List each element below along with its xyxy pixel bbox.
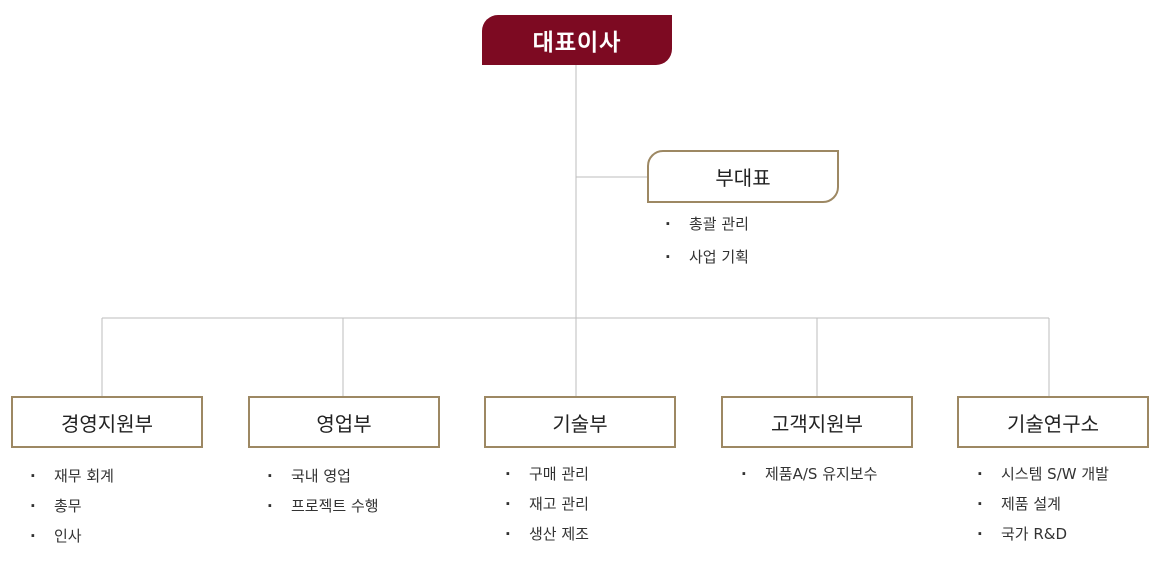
dept-customer-support: 고객지원부 (721, 396, 913, 448)
dept-label: 기술부 (552, 411, 608, 436)
vice-president-box: 부대표 (647, 150, 839, 203)
duty-item: 제품 설계 (977, 494, 1109, 524)
duty-item: 국내 영업 (267, 466, 379, 496)
vice-president-duties: 총괄 관리 사업 기획 (665, 214, 749, 280)
duty-item: 구매 관리 (505, 464, 589, 494)
duty-item: 생산 제조 (505, 524, 589, 554)
dept-customer-support-duties: 제품A/S 유지보수 (741, 464, 877, 494)
duty-item: 국가 R&D (977, 524, 1109, 554)
duty-item: 사업 기획 (665, 247, 749, 280)
duty-item: 프로젝트 수행 (267, 496, 379, 526)
dept-label: 고객지원부 (771, 411, 863, 436)
dept-sales: 영업부 (248, 396, 440, 448)
duty-item: 총무 (30, 496, 114, 526)
duty-item: 시스템 S/W 개발 (977, 464, 1109, 494)
dept-sales-duties: 국내 영업 프로젝트 수행 (267, 466, 379, 526)
dept-label: 영업부 (316, 411, 372, 436)
ceo-box: 대표이사 (482, 15, 672, 65)
duty-item: 인사 (30, 526, 114, 556)
duty-item: 총괄 관리 (665, 214, 749, 247)
duty-item: 제품A/S 유지보수 (741, 464, 877, 494)
dept-research-lab: 기술연구소 (957, 396, 1149, 448)
dept-technology: 기술부 (484, 396, 676, 448)
dept-label: 기술연구소 (1007, 411, 1099, 436)
vice-president-label: 부대표 (715, 166, 771, 190)
dept-technology-duties: 구매 관리 재고 관리 생산 제조 (505, 464, 589, 554)
ceo-label: 대표이사 (532, 30, 622, 56)
duty-item: 재고 관리 (505, 494, 589, 524)
dept-management-support-duties: 재무 회계 총무 인사 (30, 466, 114, 556)
duty-item: 재무 회계 (30, 466, 114, 496)
dept-label: 경영지원부 (61, 411, 153, 436)
dept-research-lab-duties: 시스템 S/W 개발 제품 설계 국가 R&D (977, 464, 1109, 554)
dept-management-support: 경영지원부 (11, 396, 203, 448)
